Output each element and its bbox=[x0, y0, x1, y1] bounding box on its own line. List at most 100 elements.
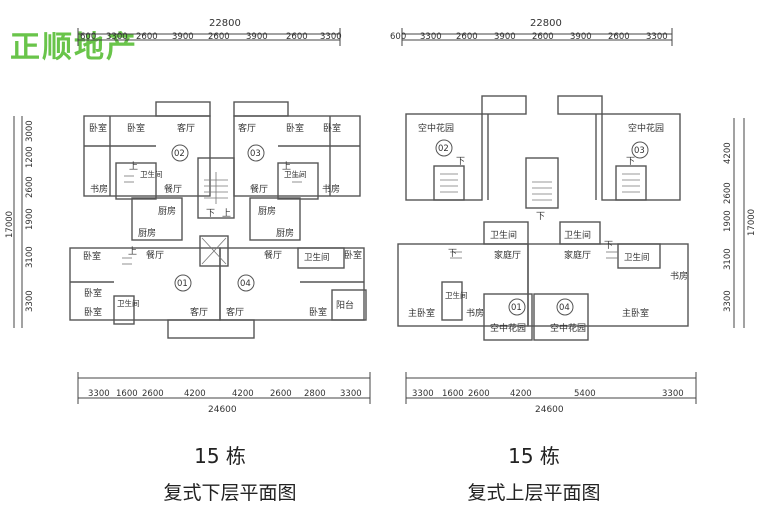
room-label: 厨房 bbox=[258, 205, 276, 217]
lower-bottom-dim: 1600 bbox=[116, 389, 138, 399]
upper-floor-unit-circles bbox=[435, 139, 649, 316]
lower-bottom-dim: 3300 bbox=[340, 389, 362, 399]
room-label: 卧室 bbox=[344, 249, 362, 261]
upper-right-dim: 3300 bbox=[723, 290, 733, 312]
room-label: 书房 bbox=[466, 307, 484, 319]
room-label: 卧室 bbox=[309, 306, 327, 318]
unit-number: 01 bbox=[177, 279, 188, 289]
upper-top-dim: 3900 bbox=[494, 32, 516, 42]
upper-right-dim: 2600 bbox=[723, 182, 733, 204]
upper-right-dim: 4200 bbox=[723, 142, 733, 164]
lower-top-dim: 2600 bbox=[136, 32, 158, 42]
lower-left-dim: 3300 bbox=[25, 290, 35, 312]
lower-building-label: 15 栋 bbox=[194, 444, 246, 468]
room-label: 卧室 bbox=[127, 122, 145, 134]
unit-number: 02 bbox=[174, 149, 185, 159]
room-label: 书房 bbox=[322, 183, 340, 195]
lower-bottom-dim: 2800 bbox=[304, 389, 326, 399]
lower-left-total: 17000 bbox=[5, 211, 15, 238]
room-label: 空中花园 bbox=[418, 122, 454, 134]
upper-floor-labels: 22800 600 3300 2600 3900 2600 3900 2600 … bbox=[390, 18, 757, 415]
lower-bottom-total: 24600 bbox=[208, 405, 237, 415]
room-label: 卫生间 bbox=[564, 229, 591, 241]
room-label: 卫生间 bbox=[117, 298, 140, 308]
lower-top-dim: 3900 bbox=[246, 32, 268, 42]
upper-floor-stairs bbox=[440, 173, 640, 259]
room-label: 客厅 bbox=[226, 306, 244, 318]
lower-plan-title: 复式下层平面图 bbox=[163, 482, 297, 504]
room-label: 厨房 bbox=[138, 227, 156, 239]
room-label: 卧室 bbox=[286, 122, 304, 134]
upper-bottom-dim: 3300 bbox=[412, 389, 434, 399]
room-label: 客厅 bbox=[190, 306, 208, 318]
room-label: 卧室 bbox=[83, 250, 101, 262]
upper-floor-walls bbox=[397, 95, 689, 341]
room-label: 书房 bbox=[670, 270, 688, 282]
upper-bottom-dim: 1600 bbox=[442, 389, 464, 399]
lower-floor-labels: 22800 600 3300 2600 3900 2600 3900 2600 … bbox=[5, 18, 362, 415]
lower-floor-walls bbox=[69, 101, 367, 339]
lower-bottom-dim: 4200 bbox=[232, 389, 254, 399]
room-label: 主卧室 bbox=[408, 307, 435, 319]
lower-left-dim: 1900 bbox=[25, 208, 35, 230]
lower-left-dim: 1200 bbox=[25, 146, 35, 168]
upper-bottom-dim: 3300 bbox=[662, 389, 684, 399]
room-label: 卫生间 bbox=[490, 229, 517, 241]
dimension-lines bbox=[13, 28, 745, 404]
unit-number: 03 bbox=[634, 146, 645, 156]
lower-bottom-dim: 2600 bbox=[142, 389, 164, 399]
room-label: 餐厅 bbox=[250, 183, 268, 195]
upper-top-dim: 600 bbox=[390, 32, 406, 42]
upper-plan-title: 复式上层平面图 bbox=[467, 482, 601, 504]
upper-right-dim: 1900 bbox=[723, 210, 733, 232]
lower-top-dim: 2600 bbox=[208, 32, 230, 42]
stair-mark: 上 bbox=[282, 161, 291, 172]
unit-number: 04 bbox=[240, 279, 251, 289]
lower-floor-stairs bbox=[122, 172, 302, 265]
stair-mark: 上 bbox=[222, 208, 231, 219]
room-label: 卫生间 bbox=[624, 252, 650, 263]
lower-left-dim: 2600 bbox=[25, 176, 35, 198]
room-label: 卫生间 bbox=[445, 290, 468, 300]
upper-bottom-dim: 4200 bbox=[510, 389, 532, 399]
unit-number: 03 bbox=[250, 149, 261, 159]
room-label: 卫生间 bbox=[140, 169, 163, 179]
room-label: 客厅 bbox=[177, 122, 195, 134]
stair-mark: 下 bbox=[604, 241, 613, 251]
brand-logo: 正顺地产 bbox=[10, 30, 138, 65]
lower-left-dim: 3000 bbox=[25, 120, 35, 142]
room-label: 卫生间 bbox=[284, 169, 307, 179]
room-label: 卧室 bbox=[89, 122, 107, 134]
room-label: 空中花园 bbox=[490, 322, 526, 334]
stair-mark: 下 bbox=[206, 209, 215, 219]
upper-top-dim: 2600 bbox=[456, 32, 478, 42]
upper-building-label: 15 栋 bbox=[508, 444, 560, 468]
room-label: 书房 bbox=[90, 183, 108, 195]
room-label: 家庭厅 bbox=[564, 249, 591, 261]
room-label: 餐厅 bbox=[164, 183, 182, 195]
room-label: 厨房 bbox=[276, 227, 294, 239]
lower-bottom-dim: 4200 bbox=[184, 389, 206, 399]
stair-mark: 下 bbox=[536, 212, 545, 222]
unit-number: 02 bbox=[438, 144, 449, 154]
stair-mark: 下 bbox=[448, 249, 457, 259]
upper-top-dim: 3300 bbox=[646, 32, 668, 42]
lower-bottom-dim: 2600 bbox=[270, 389, 292, 399]
stair-mark: 下 bbox=[626, 157, 635, 167]
upper-top-total: 22800 bbox=[530, 18, 562, 29]
room-label: 卧室 bbox=[323, 122, 341, 134]
upper-top-dim: 2600 bbox=[532, 32, 554, 42]
lower-top-dim: 3300 bbox=[106, 32, 128, 42]
upper-right-dim: 3100 bbox=[723, 248, 733, 270]
room-label: 空中花园 bbox=[550, 322, 586, 334]
upper-top-dim: 2600 bbox=[608, 32, 630, 42]
stair-mark: 下 bbox=[456, 157, 465, 167]
room-label: 阳台 bbox=[336, 299, 354, 311]
room-label: 卧室 bbox=[84, 287, 102, 299]
unit-number: 04 bbox=[559, 303, 570, 313]
upper-bottom-dim: 5400 bbox=[574, 389, 596, 399]
lower-top-dim: 3900 bbox=[172, 32, 194, 42]
lower-top-dim: 2600 bbox=[286, 32, 308, 42]
